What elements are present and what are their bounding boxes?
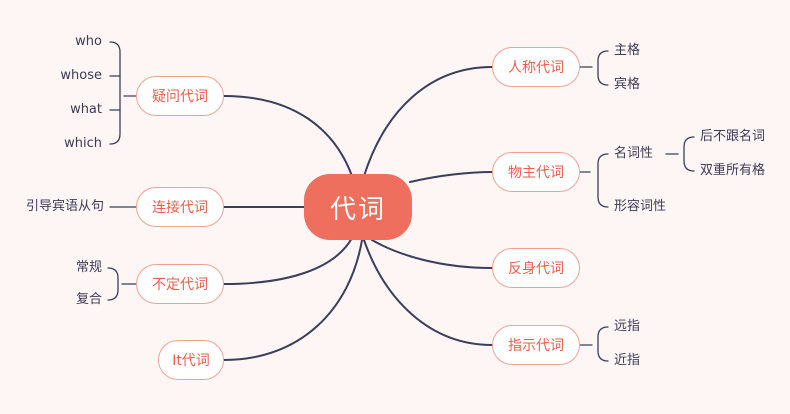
- leaf-objective[interactable]: 宾格: [614, 77, 641, 92]
- branch-demonstrative[interactable]: 指示代词: [492, 325, 580, 365]
- branch-it[interactable]: It代词: [158, 340, 224, 380]
- sub-adjectival[interactable]: 形容词性: [614, 199, 667, 214]
- leaf-distal[interactable]: 远指: [614, 319, 641, 334]
- bracket-interrogative: [109, 41, 121, 145]
- leaf-which[interactable]: which: [64, 136, 102, 151]
- link-center-interrogative: [223, 95, 353, 177]
- branch-interrogative[interactable]: 疑问代词: [136, 76, 224, 116]
- branch-indefinite[interactable]: 不定代词: [136, 264, 224, 304]
- link-center-it: [223, 239, 363, 361]
- center-node[interactable]: 代词: [304, 174, 412, 240]
- sub-nominal[interactable]: 名词性: [614, 146, 654, 161]
- branch-reflexive[interactable]: 反身代词: [492, 248, 580, 288]
- leaf-compound[interactable]: 复合: [75, 292, 102, 307]
- branch-possessive[interactable]: 物主代词: [492, 152, 580, 192]
- leaf-regular[interactable]: 常规: [75, 260, 102, 275]
- leaf-no-noun-after[interactable]: 后不跟名词: [700, 129, 766, 144]
- bracket-nominal: [683, 136, 695, 172]
- bracket-personal: [597, 50, 609, 86]
- bracket-demonstrative: [597, 326, 609, 362]
- leaf-subjective[interactable]: 主格: [614, 43, 641, 58]
- leaf-what[interactable]: what: [70, 102, 102, 117]
- link-center-personal: [363, 66, 493, 177]
- bracket-indefinite: [107, 267, 119, 301]
- bracket-possessive: [597, 153, 609, 208]
- leaf-proximal[interactable]: 近指: [614, 353, 641, 368]
- link-center-possessive: [409, 171, 493, 183]
- leaf-whose[interactable]: whose: [60, 68, 102, 83]
- branch-personal[interactable]: 人称代词: [492, 47, 580, 87]
- leaf-double-genitive[interactable]: 双重所有格: [700, 163, 766, 178]
- branch-connective[interactable]: 连接代词: [136, 187, 224, 227]
- leaf-object-clause[interactable]: 引导宾语从句: [25, 199, 104, 214]
- link-center-demonstrative: [363, 239, 493, 346]
- link-center-reflexive: [371, 239, 493, 269]
- link-center-indefinite: [223, 237, 353, 285]
- leaf-who[interactable]: who: [75, 34, 102, 49]
